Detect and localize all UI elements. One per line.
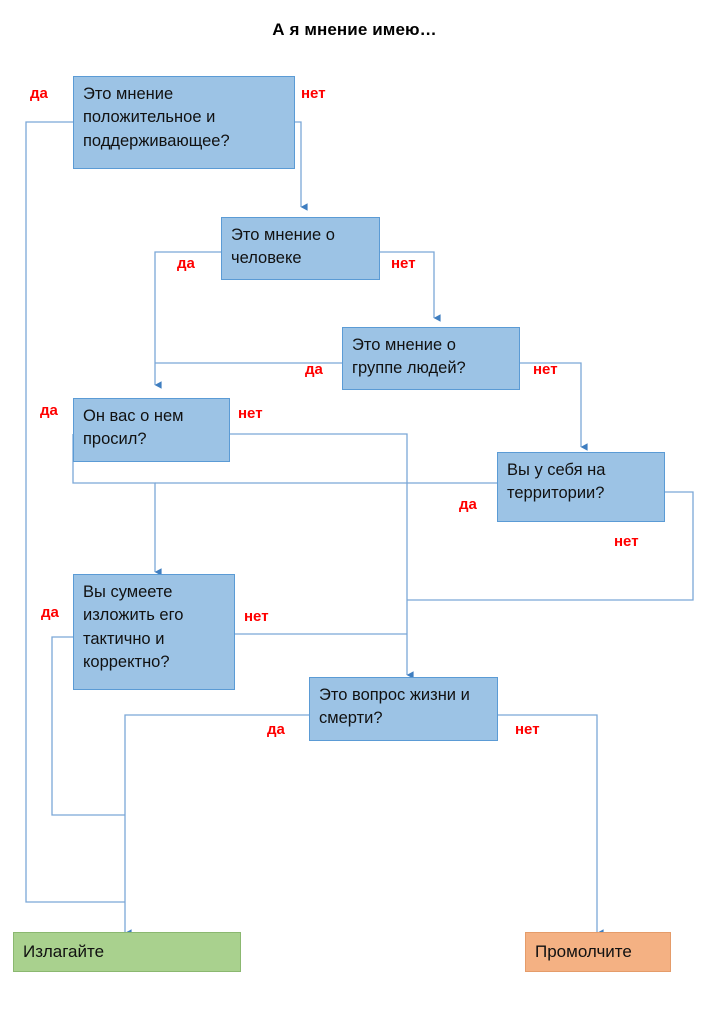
edge-q1-no: [295, 121, 308, 211]
node-q1-label: Это мнение положительное и поддерживающе…: [83, 85, 230, 150]
node-q2-label: Это мнение о человеке: [231, 226, 335, 268]
edge-q4-no: [230, 433, 414, 679]
edge-label-q6-yes: да: [41, 604, 59, 621]
node-q7-label: Это вопрос жизни и смерти?: [319, 686, 470, 728]
edge-q7-yes: [124, 714, 309, 937]
node-q3-label: Это мнение о группе людей?: [352, 336, 466, 378]
edge-label-q4-yes: да: [40, 402, 58, 419]
edge-q2-yes: [154, 251, 221, 389]
node-q4-label: Он вас о нем просил?: [83, 407, 184, 449]
edge-q1-yes: [25, 121, 125, 903]
node-q1[interactable]: Это мнение положительное и поддерживающе…: [73, 76, 295, 169]
terminal-izlagaite-label: Излагайте: [23, 942, 105, 961]
node-q5-label: Вы у себя на территории?: [507, 461, 606, 503]
node-terminal-izlagaite[interactable]: Излагайте: [13, 932, 241, 972]
node-q6-label: Вы сумеете изложить его тактично и корре…: [83, 583, 184, 672]
node-q2[interactable]: Это мнение о человеке: [221, 217, 380, 280]
edge-label-q3-yes: да: [305, 361, 323, 378]
edge-q3-no: [520, 362, 588, 451]
edge-q6-yes: [51, 636, 125, 816]
edge-label-q3-no: нет: [533, 361, 558, 378]
edge-q2-no: [380, 251, 441, 322]
page-title: А я мнение имею…: [272, 20, 437, 39]
edge-label-q2-yes: да: [177, 255, 195, 272]
edge-label-q7-no: нет: [515, 721, 540, 738]
edge-label-q2-no: нет: [391, 255, 416, 272]
edge-label-q6-no: нет: [244, 608, 269, 625]
edge-label-q1-no: нет: [301, 85, 326, 102]
edge-q5-no: [407, 491, 694, 601]
edge-label-q1-yes: да: [30, 85, 48, 102]
terminal-promolchite-label: Промолчите: [535, 942, 632, 961]
edge-label-q4-no: нет: [238, 405, 263, 422]
node-terminal-promolchite[interactable]: Промолчите: [525, 932, 671, 972]
edge-label-q5-no: нет: [614, 533, 639, 550]
node-q3[interactable]: Это мнение о группе людей?: [342, 327, 520, 390]
node-q4[interactable]: Он вас о нем просил?: [73, 398, 230, 462]
edge-label-q5-yes: да: [459, 496, 477, 513]
edge-q7-no: [498, 714, 604, 937]
node-q6[interactable]: Вы сумеете изложить его тактично и корре…: [73, 574, 235, 690]
node-q5[interactable]: Вы у себя на территории?: [497, 452, 665, 522]
node-q7[interactable]: Это вопрос жизни и смерти?: [309, 677, 498, 741]
edge-label-q7-yes: да: [267, 721, 285, 738]
